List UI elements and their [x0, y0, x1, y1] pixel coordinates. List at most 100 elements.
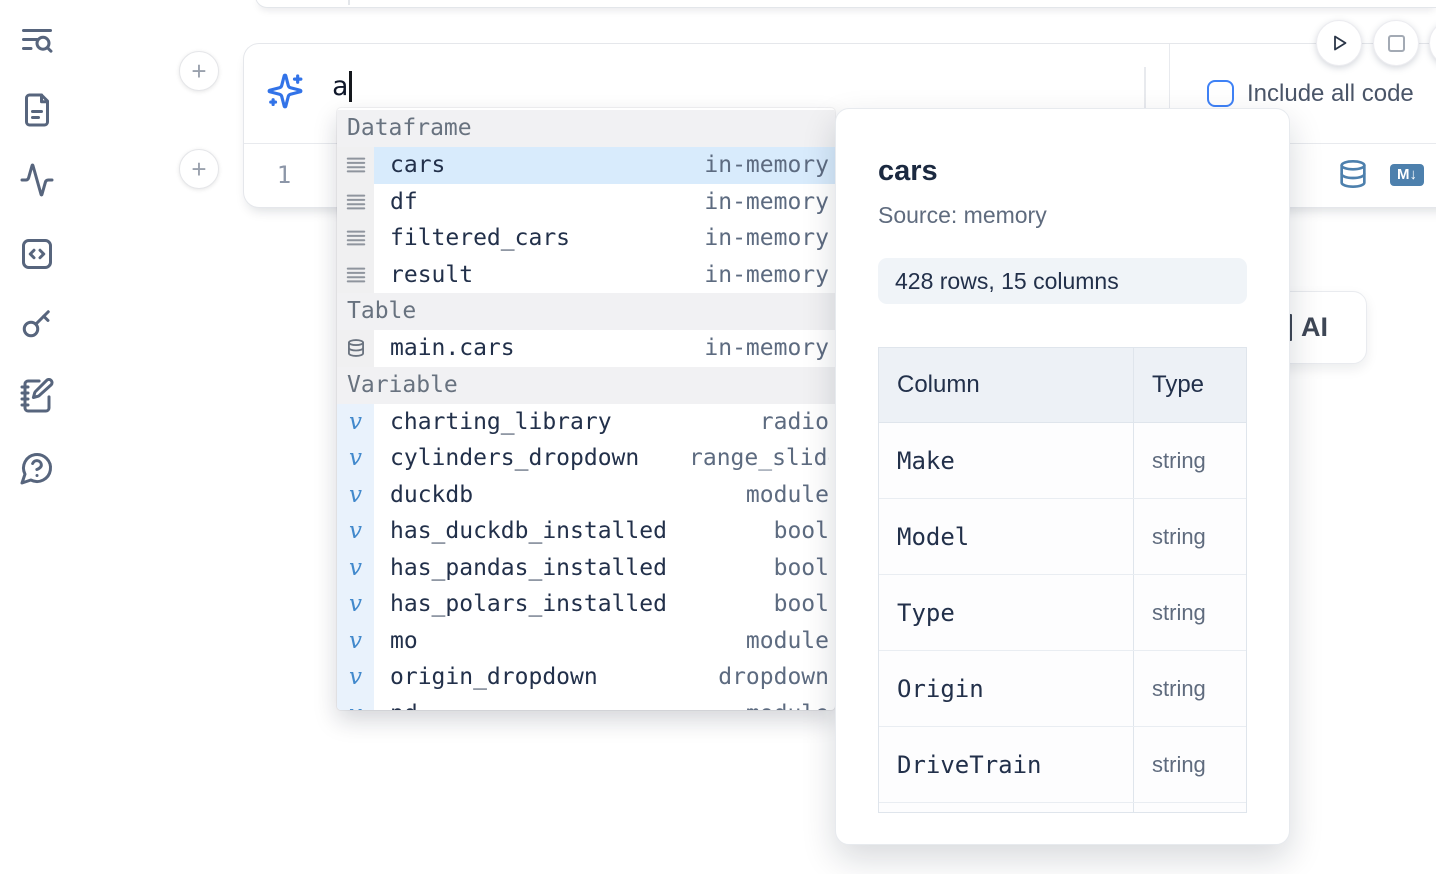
dataframe-rows-icon: [337, 147, 374, 184]
add-cell-below-button[interactable]: +: [179, 149, 219, 189]
autocomplete-item-has_duckdb_installed[interactable]: v has_duckdb_installed bool: [337, 513, 835, 550]
variable-icon: v: [337, 476, 374, 513]
secrets-icon-button[interactable]: [17, 303, 57, 343]
schema-column-name: Type: [879, 574, 1134, 651]
scratchpad-icon-button[interactable]: [17, 376, 57, 416]
autocomplete-item-pd[interactable]: vpdmodule: [337, 695, 835, 710]
item-name: duckdb: [390, 481, 474, 508]
schema-column-type: [1133, 802, 1246, 812]
ai-card-label: AI: [1301, 312, 1328, 342]
item-type: module: [689, 701, 829, 710]
variable-icon: v: [337, 659, 374, 696]
item-name: cylinders_dropdown: [390, 445, 640, 472]
clipped-glyph: [1288, 314, 1292, 341]
item-name: cars: [390, 152, 446, 179]
preview-title: cars: [878, 155, 938, 187]
schema-column-type: string: [1133, 574, 1246, 651]
item-name: pd: [390, 701, 689, 710]
autocomplete-item-main.cars[interactable]: main.cars in-memory: [337, 330, 835, 367]
schema-column-name: Origin: [879, 650, 1134, 727]
item-type: in-memory: [704, 188, 829, 215]
left-sidebar: [15, 0, 63, 874]
schema-header-type: Type: [1133, 348, 1246, 423]
prompt-options-panel: Include all code: [1169, 44, 1436, 143]
database-button[interactable]: [1336, 158, 1370, 192]
autocomplete-section-header: Variable: [337, 366, 835, 404]
text-caret: [349, 71, 352, 102]
code-editor-row[interactable]: 1 M↓: [244, 144, 1436, 206]
schema-header-column: Column: [879, 348, 1134, 423]
stop-cell-button[interactable]: [1373, 20, 1419, 66]
markdown-badge-button[interactable]: M↓: [1390, 164, 1424, 186]
variable-icon: v: [337, 586, 374, 623]
code-square-icon: [22, 239, 52, 269]
schema-column-name: Model: [879, 498, 1134, 575]
item-type: radio: [759, 408, 829, 435]
text-search-icon: [22, 29, 53, 53]
toc-search-icon[interactable]: [17, 21, 57, 61]
autocomplete-item-filtered_cars[interactable]: filtered_cars in-memory: [337, 220, 835, 257]
activity-icon: [20, 163, 54, 197]
variable-icon: v: [337, 513, 374, 550]
item-type: in-memory: [704, 225, 829, 252]
add-cell-above-button[interactable]: +: [179, 51, 219, 91]
schema-row: [879, 802, 1246, 812]
item-type: range_slider: [689, 445, 829, 472]
files-icon-button[interactable]: [17, 90, 57, 130]
line-number: 1: [276, 161, 292, 189]
autocomplete-section-header: Table: [337, 293, 835, 330]
item-type: dropdown: [718, 664, 829, 691]
autocomplete-item-has_pandas_installed[interactable]: v has_pandas_installed bool: [337, 549, 835, 586]
dataframe-rows-icon: [337, 183, 374, 220]
activity-icon-button[interactable]: [17, 160, 57, 200]
run-cell-button[interactable]: [1316, 20, 1362, 66]
schema-column-name: DriveTrain: [879, 726, 1134, 803]
item-name: main.cars: [390, 335, 515, 362]
item-type: module: [745, 481, 829, 508]
variable-icon: v: [337, 622, 374, 659]
item-type: bool: [773, 554, 829, 581]
autocomplete-section-header: Dataframe: [337, 110, 835, 147]
dataframe-rows-icon: [337, 256, 374, 293]
schema-column-type: string: [1133, 422, 1246, 499]
database-icon: [1340, 160, 1366, 188]
key-icon: [22, 310, 50, 338]
schema-column-name: [879, 802, 1134, 812]
variable-icon: v: [337, 403, 374, 440]
item-type: in-memory: [704, 335, 829, 362]
include-all-code-checkbox[interactable]: [1207, 80, 1234, 107]
dataframe-rows-icon: [337, 220, 374, 257]
rows-icon: [346, 230, 365, 246]
item-type: module: [745, 627, 829, 654]
stop-icon: [1387, 34, 1405, 52]
help-icon-button[interactable]: [17, 448, 57, 488]
help-chat-icon: [20, 452, 53, 485]
item-name: has_duckdb_installed: [390, 518, 667, 545]
item-name: filtered_cars: [390, 225, 571, 252]
item-type: bool: [773, 518, 829, 545]
ai-prompt-input[interactable]: a: [332, 71, 352, 102]
database-icon: [347, 339, 364, 358]
item-name: has_pandas_installed: [390, 554, 667, 581]
previous-cell-edge: [255, 0, 1436, 8]
snippets-icon-button[interactable]: [17, 234, 57, 274]
variable-icon: v: [337, 549, 374, 586]
include-all-code-label: Include all code: [1247, 79, 1414, 107]
